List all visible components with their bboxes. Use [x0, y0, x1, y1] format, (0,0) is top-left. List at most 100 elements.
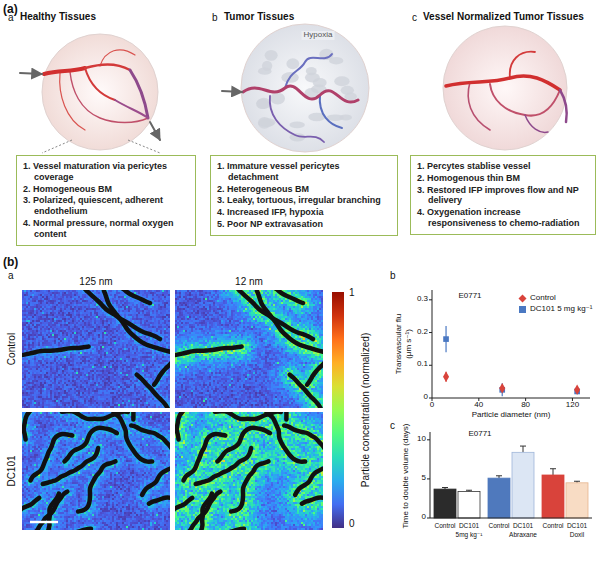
vessel-mask [181, 494, 212, 530]
vessel [85, 65, 130, 71]
tissue-circle [42, 34, 158, 150]
heat-map [22, 412, 170, 530]
list-item: 4. Increased IFP, hypoxia [217, 207, 391, 218]
tick [429, 365, 432, 366]
vessel [60, 73, 85, 130]
list-item: 1. Percytes stablise vessel [417, 161, 589, 172]
normalized-tissue [443, 26, 567, 150]
panel-letter: a [8, 12, 14, 23]
vessel-mask [217, 428, 269, 462]
tumor-cell [305, 73, 320, 83]
category-label: 5mg kg⁻¹ [456, 531, 483, 538]
vessel [320, 95, 342, 128]
error-cap [496, 475, 502, 476]
axis-title: Transvascular flu [395, 314, 404, 375]
column-title: 125 nm [79, 276, 112, 287]
vessel-mask [185, 529, 244, 530]
category-label: DC101 [459, 522, 479, 529]
flow-arrow [150, 122, 160, 140]
tick-label: 10 [417, 435, 426, 444]
panel-letter: b [212, 12, 218, 23]
flow-arrow [20, 73, 42, 74]
legend-symbol-shape [519, 295, 527, 303]
tick-label: 5 [422, 474, 426, 483]
panel-title: Tumor Tissues [224, 11, 294, 22]
tumor-cell [259, 118, 276, 126]
column-title: 12 nm [235, 276, 263, 287]
list-item: 3. Polarized, quiescent, adherent endoth… [23, 195, 189, 217]
flow-arrow [222, 91, 242, 92]
category-label: DC101 [513, 522, 533, 529]
vessel [490, 84, 560, 116]
vessel-mask [22, 347, 89, 393]
vessel [560, 90, 567, 122]
axis-title: Time to double volume (days) [402, 423, 411, 528]
list-item: 3. Leaky, tortuous, irregular branching [217, 195, 391, 206]
tumor-cell [258, 68, 272, 75]
vessel-mask [22, 498, 39, 530]
colorbar-tick: 0 [349, 518, 355, 529]
tick [427, 439, 430, 440]
vessel-mask [178, 492, 220, 530]
panel-letter: a [8, 270, 14, 281]
tick-label: 0.2 [417, 328, 428, 337]
vessel [285, 54, 332, 88]
bar [542, 475, 564, 518]
vessel-mask [295, 464, 323, 495]
list-item: 4. Oxygenation increase responsiveness t… [417, 207, 589, 229]
category-label: Control [489, 522, 510, 529]
colorbar-title: Particle concentration (normalized) [360, 333, 371, 488]
vessel-mask [284, 426, 323, 465]
tumor-cell [327, 114, 344, 121]
vessel-mask [137, 375, 170, 408]
vessel-mask [62, 412, 128, 419]
vessel [44, 68, 85, 74]
row-title: Control [6, 333, 17, 365]
error-cap [520, 446, 526, 447]
tumor-cell [286, 58, 299, 69]
tick-label: 0.3 [417, 295, 428, 304]
panel-letter: b [390, 270, 396, 281]
error-bar [553, 469, 554, 475]
error-cap [574, 481, 580, 482]
legend-symbol [518, 305, 527, 314]
vessel-mask [64, 428, 116, 462]
vessel [130, 70, 148, 118]
vessel-mask [22, 290, 150, 303]
list-item: 5. Poor NP extravasation [217, 219, 391, 230]
vessel-mask [290, 375, 323, 408]
vessel-mask [32, 529, 91, 530]
legend-entry: Control [518, 294, 592, 303]
panel-letter: (b) [3, 256, 18, 269]
panel-letter: c [412, 12, 417, 23]
bar [488, 478, 510, 518]
legend-entry: DC101 5 mg kg⁻¹ [518, 305, 592, 314]
bar [512, 452, 534, 518]
vessel [85, 68, 115, 100]
category-label: DC101 [567, 522, 587, 529]
vessel-mask [131, 426, 170, 465]
vessel-mask [307, 290, 323, 385]
list-item: 1. Immature vessel pericytes detachment [217, 161, 391, 183]
tissue-circle [443, 26, 567, 150]
vessel [468, 82, 490, 130]
legend: ControlDC101 5 mg kg⁻¹ [518, 294, 592, 316]
tumor-cell [334, 76, 349, 86]
data-point [499, 383, 505, 394]
tick-label: 80 [521, 401, 530, 410]
category-label: Abraxane [509, 531, 537, 538]
chart-title: E0771 [458, 292, 481, 301]
text-box: 1. Percytes stablise vessel2. Homogenous… [410, 155, 596, 235]
legend-symbol-shape [519, 306, 526, 313]
tissue-circle [241, 24, 369, 152]
vessel-mask [154, 290, 170, 385]
category-label: Control [435, 522, 456, 529]
tick-label: 120 [566, 401, 579, 410]
text-box: 1. Immature vessel pericytes detachment2… [210, 155, 398, 236]
bar-chart [427, 432, 592, 518]
vessel-mask [113, 412, 152, 462]
vessel-mask [132, 412, 156, 420]
vessel-mask [149, 498, 170, 519]
tick-label: 0 [430, 401, 434, 410]
